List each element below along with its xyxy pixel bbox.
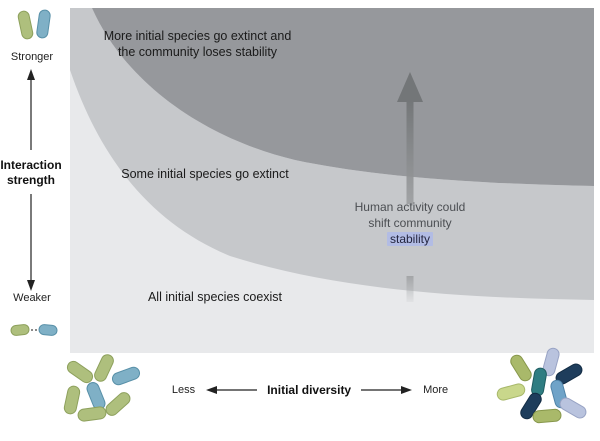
microbe-cell [111, 366, 141, 386]
shift-arrow-shaft-fade [406, 276, 414, 302]
stability-highlight: stability [386, 232, 433, 247]
microbe-cell [510, 354, 532, 382]
microbe-cell [86, 382, 106, 410]
region-partial [70, 8, 594, 300]
microbe-cell [17, 10, 34, 40]
y-axis-bottom-label: Weaker [13, 292, 51, 304]
microbe-cell [520, 392, 542, 420]
microbe-cell [105, 392, 131, 416]
x-axis-title: Initial diversity [267, 383, 352, 397]
y-axis-top-label: Stronger [10, 51, 54, 63]
x-axis: Less Initial diversity More [145, 383, 475, 397]
x-axis-left-label: Less [171, 384, 196, 396]
x-axis-right-label: More [423, 384, 449, 396]
shift-arrow-shaft [406, 100, 414, 204]
arrow-left-icon [206, 386, 258, 394]
human-activity-annotation: Human activity could shift community sta… [348, 199, 472, 248]
microbe-pair-strong-icon [17, 9, 51, 40]
region-partial-label: Some initial species go extinct [121, 167, 289, 181]
shift-arrow [397, 72, 423, 302]
microbe-pair-weak-icon [10, 324, 58, 336]
microbe-cell [531, 367, 547, 397]
microbe-cell [63, 385, 81, 415]
region-coexist-label: All initial species coexist [147, 290, 283, 304]
plot-area [70, 8, 594, 353]
high-diversity-microbes-icon [496, 347, 587, 424]
region-unstable-label: More initial species go extinct and the … [103, 29, 292, 59]
microbe-cell [532, 408, 562, 424]
microbe-cell [38, 324, 58, 336]
shift-arrow-head [397, 72, 423, 102]
microbe-cell [10, 324, 30, 336]
microbe-cell [36, 9, 51, 39]
microbe-cell [94, 354, 114, 382]
arrow-down-icon [27, 280, 35, 291]
human-activity-text: Human activity could shift community [354, 200, 466, 231]
y-axis-arrow [27, 69, 35, 291]
microbe-cell [559, 397, 587, 419]
microbe-cell [496, 383, 526, 401]
region-unstable [92, 8, 594, 186]
microbe-cell [77, 406, 107, 422]
y-axis-title: Interaction strength [0, 158, 62, 188]
microbe-cell [542, 347, 560, 377]
microbe-cell [66, 360, 94, 384]
arrow-right-icon [361, 386, 413, 394]
low-diversity-microbes-icon [63, 354, 141, 422]
arrow-up-icon [27, 69, 35, 80]
